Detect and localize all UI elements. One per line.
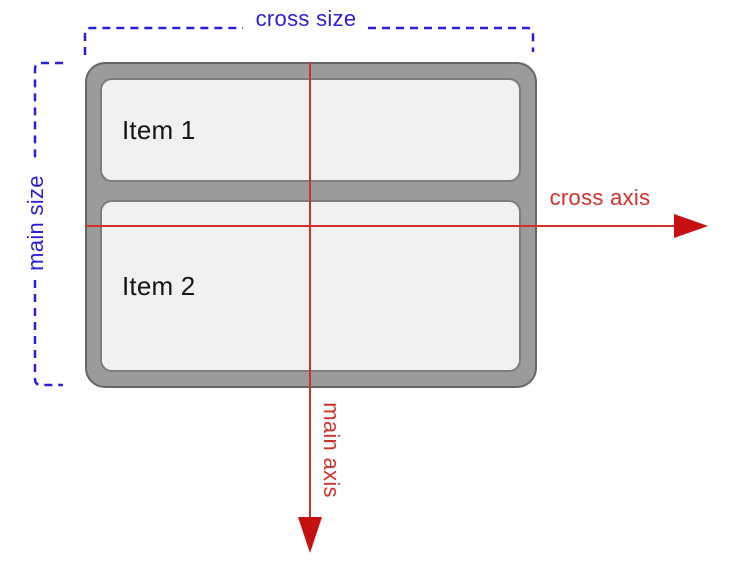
flex-container-box: Item 1 Item 2 bbox=[85, 62, 537, 388]
flex-item-2: Item 2 bbox=[100, 200, 521, 372]
flex-item-1-label: Item 1 bbox=[122, 114, 196, 145]
flex-item-2-label: Item 2 bbox=[122, 270, 196, 301]
cross-axis-label: cross axis bbox=[549, 185, 651, 210]
cross-size-label: cross size bbox=[255, 6, 357, 31]
cross-size-bracket-right bbox=[368, 26, 535, 52]
flex-item-1: Item 1 bbox=[100, 78, 521, 182]
main-size-bracket-bottom bbox=[33, 280, 63, 387]
main-axis-label: main axis bbox=[319, 402, 344, 498]
main-axis-arrowhead-icon bbox=[298, 517, 322, 553]
main-size-bracket-top bbox=[33, 61, 63, 162]
cross-axis-arrowhead-icon bbox=[674, 214, 708, 238]
main-size-label: main size bbox=[23, 175, 48, 271]
cross-size-bracket-left bbox=[83, 26, 243, 55]
